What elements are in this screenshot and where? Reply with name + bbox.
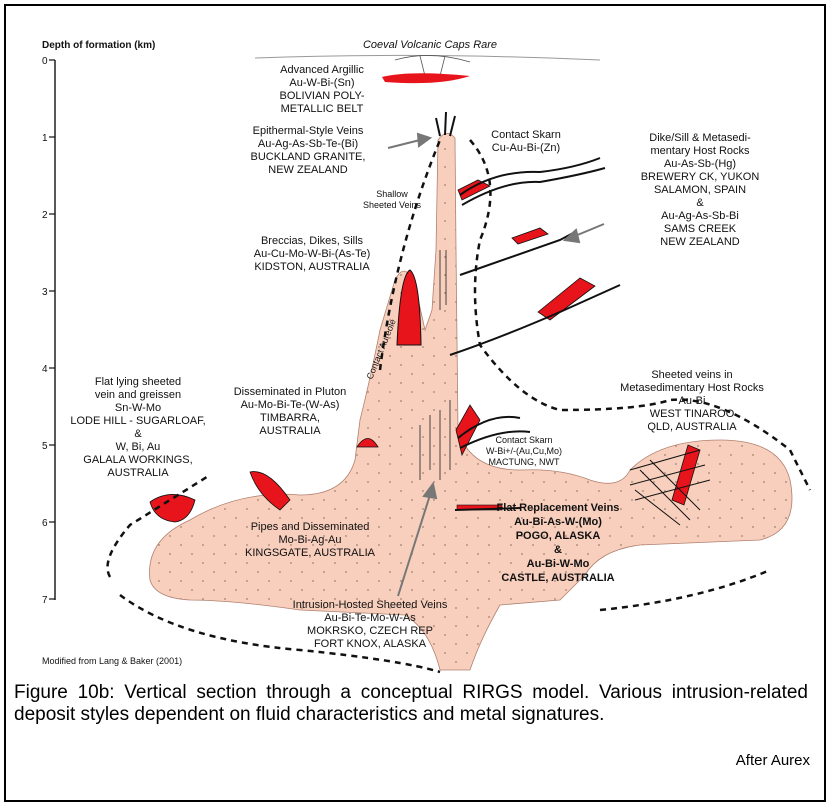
label-line: Shallow — [376, 189, 408, 199]
label-line: Epithermal-Style Veins — [253, 125, 364, 137]
label-line: Au-Bi — [679, 395, 706, 407]
label-line: SAMS CREEK — [664, 223, 737, 235]
label-breccias: Breccias, Dikes, SillsAu-Cu-Mo-W-Bi-(As-… — [254, 235, 371, 273]
label-line: Au-Cu-Mo-W-Bi-(As-Te) — [254, 248, 371, 260]
skarn-lens-3 — [538, 278, 595, 320]
figure-caption: Figure 10b: Vertical section through a c… — [14, 682, 808, 726]
rirgs-section-diagram: Depth of formation (km) 0 1 2 3 4 5 6 7 Coeval … — [0, 0, 832, 680]
label-line: POGO, ALASKA — [516, 530, 601, 542]
label-line: Dike/Sill & Metasedi- — [649, 132, 751, 144]
label-line: & — [554, 544, 562, 556]
label-line: Au-Ag-As-Sb-Te-(Bi) — [258, 138, 358, 150]
label-line: & — [134, 428, 142, 440]
label-line: Advanced Argillic — [280, 64, 364, 76]
label-line: Cu-Au-Bi-(Zn) — [492, 142, 560, 154]
depth-tick-label: 5 — [42, 441, 48, 452]
label-line: Breccias, Dikes, Sills — [261, 235, 364, 247]
depth-tick-label: 3 — [42, 287, 48, 298]
depth-tick-label: 4 — [42, 364, 48, 375]
axis-title: Depth of formation (km) — [42, 40, 155, 51]
label-line: MACTUNG, NWT — [489, 457, 560, 467]
label-line: Au-Bi-W-Mo — [527, 558, 590, 570]
label-line: MOKRSKO, CZECH REP — [307, 625, 433, 637]
label-line: Pipes and Disseminated — [251, 521, 370, 533]
label-line: BOLIVIAN POLY- — [280, 90, 365, 102]
label-dike-sill: Dike/Sill & Metasedi-mentary Host RocksA… — [641, 132, 760, 248]
label-line: vein and greissen — [95, 389, 181, 401]
label-intrusion-hosted: Intrusion-Hosted Sheeted VeinsAu-Bi-Te-M… — [293, 599, 448, 650]
label-line: Sn-W-Mo — [115, 402, 161, 414]
credit: After Aurex — [736, 752, 810, 769]
label-epithermal: Epithermal-Style VeinsAu-Ag-As-Sb-Te-(Bi… — [251, 125, 366, 176]
depth-tick-label: 2 — [42, 210, 48, 221]
label-line: QLD, AUSTRALIA — [647, 421, 737, 433]
label-line: Sheeted veins in — [651, 369, 732, 381]
label-line: NEW ZEALAND — [660, 236, 740, 248]
label-line: BUCKLAND GRANITE, — [251, 151, 366, 163]
depth-tick-label: 1 — [42, 133, 48, 144]
label-line: Metasedimentary Host Rocks — [620, 382, 764, 394]
label-line: Mo-Bi-Ag-Au — [279, 534, 342, 546]
volcanic-caps-label: Coeval Volcanic Caps Rare — [363, 39, 497, 51]
label-line: Contact Skarn — [495, 435, 552, 445]
depth-tick-label: 7 — [42, 595, 48, 606]
label-line: SALAMON, SPAIN — [654, 184, 746, 196]
advanced-argillic-lens — [382, 73, 470, 83]
label-line: WEST TINAROO — [650, 408, 735, 420]
label-line: Au-Mo-Bi-Te-(W-As) — [241, 399, 340, 411]
label-line: W, Bi, Au — [116, 441, 161, 453]
source-note: Modified from Lang & Baker (2001) — [42, 656, 182, 666]
label-line: AUSTRALIA — [107, 467, 169, 479]
label-line: LODE HILL - SUGARLOAF, — [70, 415, 205, 427]
label-line: CASTLE, AUSTRALIA — [501, 572, 614, 584]
label-line: FORT KNOX, ALASKA — [314, 638, 427, 650]
label-line: & — [696, 197, 704, 209]
label-line: Flat Replacement Veins — [497, 502, 620, 514]
label-line: Intrusion-Hosted Sheeted Veins — [293, 599, 448, 611]
depth-tick-label: 6 — [42, 518, 48, 529]
label-line: Au-Bi-As-W-(Mo) — [514, 516, 602, 528]
label-line: AUSTRALIA — [259, 425, 321, 437]
label-disseminated: Disseminated in PlutonAu-Mo-Bi-Te-(W-As)… — [234, 386, 347, 437]
label-line: Disseminated in Pluton — [234, 386, 347, 398]
label-line: METALLIC BELT — [281, 103, 364, 115]
label-line: Au-As-Sb-(Hg) — [664, 158, 736, 170]
label-line: Au-W-Bi-(Sn) — [289, 77, 354, 89]
skarn-lens-2 — [512, 228, 548, 244]
label-line: BREWERY CK, YUKON — [641, 171, 760, 183]
label-line: Au-Ag-As-Sb-Bi — [661, 210, 739, 222]
label-line: Au-Bi-Te-Mo-W-As — [324, 612, 416, 624]
label-line: TIMBARRA, — [260, 412, 320, 424]
label-line: NEW ZEALAND — [268, 164, 348, 176]
label-line: Sheeted Veins — [363, 200, 422, 210]
label-line: mentary Host Rocks — [650, 145, 750, 157]
label-line: Flat lying sheeted — [95, 376, 181, 388]
label-line: GALALA WORKINGS, — [83, 454, 192, 466]
label-line: KINGSGATE, AUSTRALIA — [245, 547, 376, 559]
label-line: KIDSTON, AUSTRALIA — [254, 261, 370, 273]
label-line: Contact Skarn — [491, 129, 561, 141]
label-line: W-Bi+/-(Au,Cu,Mo) — [486, 446, 562, 456]
depth-tick-label: 0 — [42, 56, 48, 67]
skarn-lens-1 — [458, 180, 490, 200]
